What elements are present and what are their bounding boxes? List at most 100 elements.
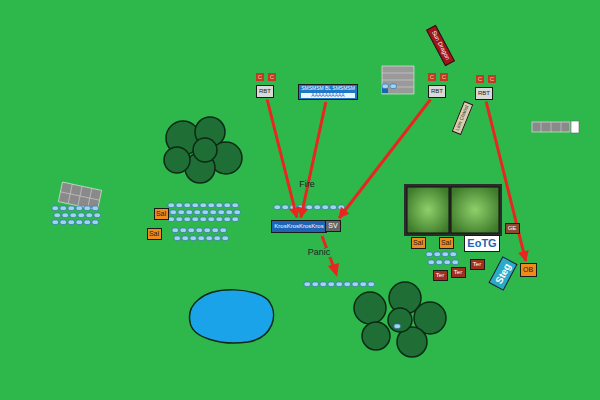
monster-unit: Steg xyxy=(488,256,517,290)
unit-name: EoTG xyxy=(467,237,497,249)
skink-model xyxy=(224,203,231,208)
skink-model xyxy=(182,236,189,241)
skink-model xyxy=(192,203,199,208)
unit-block xyxy=(382,66,414,94)
unit-name: SV xyxy=(328,222,338,230)
skink-model xyxy=(210,210,217,215)
skink-model xyxy=(232,217,239,222)
skink-model xyxy=(436,260,443,265)
skink-model xyxy=(214,236,221,241)
skink-model xyxy=(176,217,183,222)
unit-name: RBT xyxy=(431,88,443,95)
skink-model xyxy=(336,282,343,287)
skink-model xyxy=(368,282,375,287)
skink-model xyxy=(172,228,179,233)
character-model: Sal xyxy=(154,208,169,220)
skink-model xyxy=(92,220,99,225)
crew-marker: C xyxy=(256,73,264,81)
unit-name: Ter xyxy=(436,272,445,279)
skink-model xyxy=(186,210,193,215)
skink-model xyxy=(444,260,451,265)
unit-name: Steg xyxy=(493,261,513,286)
skink-model xyxy=(196,228,203,233)
unit-name: Lion Chariot xyxy=(454,104,469,131)
skink-models xyxy=(52,84,459,329)
skink-model xyxy=(452,260,459,265)
skink-model xyxy=(212,228,219,233)
skink-model xyxy=(184,203,191,208)
unit-name: Sal xyxy=(441,239,452,247)
skink-model xyxy=(426,252,433,257)
unit-block xyxy=(532,121,579,133)
skink-model xyxy=(200,203,207,208)
skink-model xyxy=(190,236,197,241)
skink-model xyxy=(320,282,327,287)
unit-name: Ter xyxy=(473,261,482,268)
unit-name: SMSMSM BL SMSMSM xyxy=(301,86,355,92)
monster-unit: Ter xyxy=(470,259,485,270)
war-machine: RBT xyxy=(428,85,446,98)
skink-model xyxy=(224,217,231,222)
skink-model xyxy=(194,210,201,215)
unit-name: Ter xyxy=(454,269,463,276)
skink-model xyxy=(70,213,77,218)
move-arrow xyxy=(339,100,430,219)
unit-block xyxy=(58,182,101,210)
skink-model xyxy=(434,252,441,257)
unit-name: Sun Dragon xyxy=(430,29,451,61)
skink-model xyxy=(178,210,185,215)
skink-model xyxy=(170,210,177,215)
skink-model xyxy=(360,282,367,287)
skink-model xyxy=(206,236,213,241)
skink-model xyxy=(168,203,175,208)
war-machine: RBT xyxy=(475,87,493,100)
skink-model xyxy=(208,217,215,222)
skink-model xyxy=(86,213,93,218)
unit-name: GE xyxy=(508,225,517,232)
forest xyxy=(354,282,446,357)
unit-name: KrosKrosKrosKros xyxy=(274,223,324,230)
skink-model xyxy=(330,205,337,210)
skink-model xyxy=(306,205,313,210)
skink-model xyxy=(76,220,83,225)
unit-name: Sal xyxy=(156,210,167,218)
monster-unit: OB xyxy=(520,263,537,277)
crew-marker: C xyxy=(440,73,448,81)
crew-marker: C xyxy=(268,73,276,81)
unit-name: RBT xyxy=(478,90,490,97)
skink-model xyxy=(62,213,69,218)
skink-model xyxy=(234,210,241,215)
unit-name: OB xyxy=(523,266,534,274)
skink-model xyxy=(218,210,225,215)
skink-model xyxy=(94,213,101,218)
crew-marker: C xyxy=(488,75,496,83)
panic-arrow xyxy=(322,236,339,277)
skink-model xyxy=(54,213,61,218)
skink-model xyxy=(92,206,99,211)
skink-model xyxy=(188,228,195,233)
skink-model xyxy=(282,205,289,210)
skink-model xyxy=(68,206,75,211)
skink-model xyxy=(192,217,199,222)
skink-model xyxy=(208,203,215,208)
skink-model xyxy=(200,217,207,222)
war-machine: RBT xyxy=(256,85,274,98)
monster-unit: Ter xyxy=(451,267,466,278)
skink-model xyxy=(220,228,227,233)
character-model: GE xyxy=(505,223,520,234)
skink-model xyxy=(168,217,175,222)
skink-model xyxy=(312,282,319,287)
unit-name: RBT xyxy=(259,88,271,95)
character-model: SV xyxy=(325,220,341,232)
skink-model xyxy=(60,220,67,225)
monster-unit: Sun Dragon xyxy=(426,24,455,65)
forest xyxy=(164,117,242,183)
skink-model xyxy=(84,206,91,211)
skink-model xyxy=(390,84,397,89)
skink-model xyxy=(216,203,223,208)
skink-model xyxy=(198,236,205,241)
skink-model xyxy=(226,210,233,215)
skink-model xyxy=(428,260,435,265)
move-arrow xyxy=(267,100,297,218)
skink-model xyxy=(232,203,239,208)
